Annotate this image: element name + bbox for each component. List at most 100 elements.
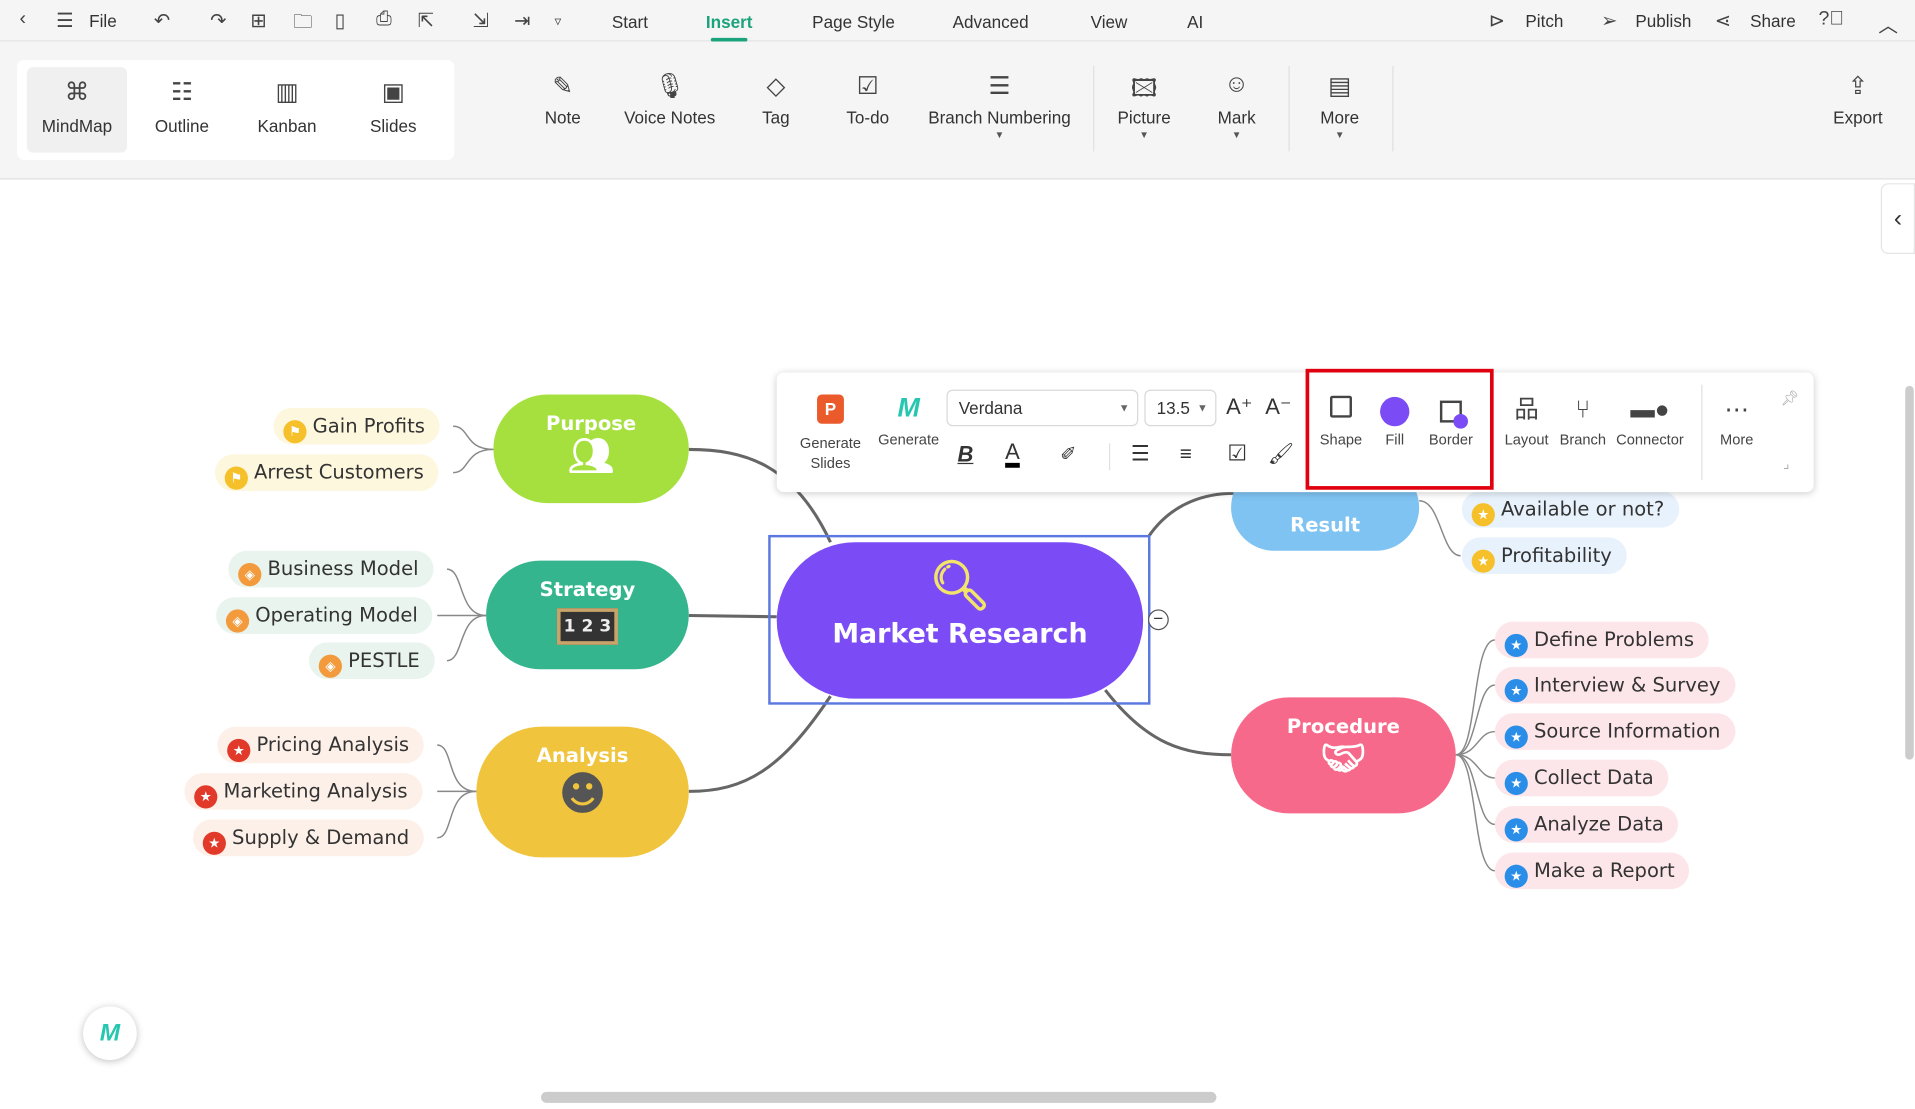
tab-start[interactable]: Start xyxy=(611,12,648,32)
divider xyxy=(1288,65,1290,152)
badge-icon: ◈ xyxy=(318,654,342,678)
badge-icon: ◈ xyxy=(238,563,262,587)
view-kanban[interactable]: ▥Kanban xyxy=(237,67,337,152)
border-button[interactable]: Border xyxy=(1424,392,1478,448)
align-icon[interactable]: ≡ xyxy=(1179,442,1192,466)
subtopic-purpose[interactable]: ⚑Gain Profits xyxy=(273,407,440,445)
decrease-font-icon[interactable]: A⁻ xyxy=(1265,394,1292,419)
subtopic-purpose[interactable]: ⚑Arrest Customers xyxy=(214,454,439,491)
font-size-select[interactable]: 13.5▼ xyxy=(1144,389,1217,427)
save-as-icon[interactable]: ⇥ xyxy=(514,10,531,32)
subtopic-procedure[interactable]: ★Source Information xyxy=(1494,713,1736,750)
file-menu[interactable]: File xyxy=(89,10,117,31)
fill-button[interactable]: Fill xyxy=(1373,392,1417,448)
subtopic-procedure[interactable]: ★Interview & Survey xyxy=(1494,666,1736,704)
subtopic-result[interactable]: ★Profitability xyxy=(1461,537,1627,575)
undo-icon[interactable]: ↶ xyxy=(153,10,171,32)
subtopic-procedure[interactable]: ★Collect Data xyxy=(1494,759,1669,797)
view-outline[interactable]: ☷Outline xyxy=(132,67,232,152)
increase-font-icon[interactable]: A⁺ xyxy=(1226,394,1253,419)
branch-button[interactable]: ⑂Branch xyxy=(1556,392,1610,448)
vertical-scrollbar[interactable] xyxy=(1905,385,1914,760)
badge-icon: ⚑ xyxy=(224,466,248,490)
chalkboard-icon: 1 2 3 xyxy=(556,608,618,645)
central-topic[interactable]: 🔍︎ Market Research xyxy=(776,542,1144,699)
tab-insert[interactable]: Insert xyxy=(705,12,753,42)
minimize-icon[interactable]: ⌟ xyxy=(1783,456,1790,472)
new-icon[interactable]: ⊞ xyxy=(250,10,267,32)
horizontal-scrollbar[interactable] xyxy=(541,1091,1217,1103)
pitch-icon[interactable]: ⊳ xyxy=(1488,10,1506,32)
share-icon[interactable]: ⋖ xyxy=(1714,10,1732,32)
bold-icon[interactable]: B xyxy=(957,442,974,467)
open-folder-icon[interactable]: 🗀 xyxy=(293,12,313,33)
topic-analysis[interactable]: Analysis☻ xyxy=(476,726,689,858)
export-button[interactable]: ⇪Export xyxy=(1833,71,1882,127)
collapse-ribbon-icon[interactable]: ︿ xyxy=(1878,15,1898,37)
view-slides[interactable]: ▣Slides xyxy=(343,67,443,152)
subtopic-procedure[interactable]: ★Analyze Data xyxy=(1494,806,1679,843)
subtopic-strategy[interactable]: ◈Operating Model xyxy=(216,597,433,634)
subtopic-analysis[interactable]: ★Supply & Demand xyxy=(192,819,424,857)
side-panel-toggle[interactable]: ‹ xyxy=(1880,183,1915,255)
view-mindmap[interactable]: ⌘MindMap xyxy=(26,67,128,153)
topic-procedure[interactable]: Procedure🤝︎ xyxy=(1231,697,1456,814)
chevron-down-icon: ▼ xyxy=(1231,129,1242,141)
more-button[interactable]: ▤More▼ xyxy=(1320,71,1359,140)
print-icon[interactable]: ⎙ xyxy=(376,8,392,30)
subtopic-procedure[interactable]: ★Make a Report xyxy=(1494,852,1690,890)
picture-button[interactable]: 🖾Picture▼ xyxy=(1117,71,1170,141)
badge-icon: ★ xyxy=(1504,633,1528,658)
topic-purpose[interactable]: Purpose👥︎ xyxy=(493,394,689,504)
subtopic-strategy[interactable]: ◈Business Model xyxy=(228,550,434,588)
tab-page-style[interactable]: Page Style xyxy=(812,12,895,32)
subtopic-analysis[interactable]: ★Marketing Analysis xyxy=(184,773,423,810)
divider xyxy=(1392,65,1394,152)
format-painter-icon[interactable]: 🖌︎ xyxy=(1267,442,1295,466)
font-color-icon[interactable]: A xyxy=(1005,441,1020,468)
badge-icon: ★ xyxy=(1504,679,1528,703)
subtopic-result[interactable]: ★Available or not? xyxy=(1461,490,1679,528)
more-button[interactable]: ⋯More xyxy=(1712,392,1761,448)
connector-button[interactable]: ▬●Connector xyxy=(1612,392,1688,448)
publish-button[interactable]: Publish xyxy=(1635,10,1692,31)
menu-icon[interactable]: ☰ xyxy=(56,10,74,32)
tag-button[interactable]: ◇Tag xyxy=(762,71,790,127)
publish-icon[interactable]: ➢ xyxy=(1601,10,1618,32)
subtopic-procedure[interactable]: ★Define Problems xyxy=(1494,621,1709,659)
ai-assistant-button[interactable]: M xyxy=(83,1006,137,1061)
back-icon[interactable]: ‹ xyxy=(19,8,27,30)
collapse-toggle[interactable]: − xyxy=(1148,609,1169,631)
import-icon[interactable]: ⇲ xyxy=(472,10,490,32)
pitch-button[interactable]: Pitch xyxy=(1525,10,1564,31)
redo-icon[interactable]: ↷ xyxy=(210,10,227,32)
tab-ai[interactable]: AI xyxy=(1187,12,1204,32)
checklist-icon[interactable]: ☑ xyxy=(1227,440,1248,466)
subtopic-strategy[interactable]: ◈PESTLE xyxy=(308,642,435,680)
subtopic-analysis[interactable]: ★Pricing Analysis xyxy=(217,726,424,764)
export-file-icon[interactable]: ⇱ xyxy=(417,10,435,32)
magnifier-icon: 🔍︎ xyxy=(928,558,991,615)
numbering-icon[interactable]: ☰ xyxy=(1130,442,1150,466)
todo-button[interactable]: ☑To-do xyxy=(846,71,889,127)
note-icon: ✎ xyxy=(552,73,573,101)
pin-icon[interactable]: 📌︎ xyxy=(1780,389,1800,407)
badge-icon: ★ xyxy=(1504,725,1528,749)
customize-icon[interactable]: ▿ xyxy=(554,14,562,30)
tab-view[interactable]: View xyxy=(1090,12,1128,32)
help-icon[interactable]: ?⃝ xyxy=(1818,8,1845,30)
branch-numbering-button[interactable]: ☰Branch Numbering▼ xyxy=(928,71,1071,140)
share-button[interactable]: Share xyxy=(1750,10,1796,31)
voice-notes-button[interactable]: 🎙︎Voice Notes xyxy=(624,71,715,127)
tab-advanced[interactable]: Advanced xyxy=(952,12,1029,32)
font-select[interactable]: Verdana▼ xyxy=(946,389,1139,427)
note-button[interactable]: ✎Note xyxy=(545,71,581,127)
mark-button[interactable]: ☺Mark▼ xyxy=(1217,70,1256,141)
highlight-icon[interactable]: ✐ xyxy=(1060,444,1077,466)
save-icon[interactable]: ▯ xyxy=(334,10,346,32)
shape-button[interactable]: Shape xyxy=(1317,392,1366,448)
